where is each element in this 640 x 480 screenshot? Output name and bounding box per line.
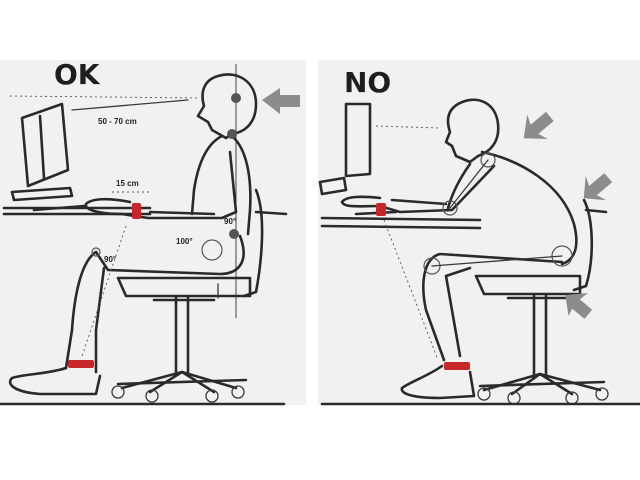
knee-angle-label: 90° <box>104 255 116 264</box>
wrist-gap-label: 15 cm <box>116 179 139 188</box>
ankle-marker-good <box>68 360 94 368</box>
elbow-angle-label: 90° <box>224 217 236 226</box>
panel-good-background <box>0 60 306 405</box>
joint-icon <box>231 93 241 103</box>
joint-icon <box>227 129 237 139</box>
joint-icon <box>229 229 239 239</box>
wrist-marker-good <box>132 203 141 219</box>
eye-distance-label: 50 - 70 cm <box>98 117 137 126</box>
hip-angle-label: 100° <box>176 237 193 246</box>
panel-good-heading: OK <box>54 58 101 91</box>
panel-bad-heading: NO <box>344 66 391 99</box>
ankle-marker-bad <box>444 362 470 370</box>
wrist-marker-bad <box>376 203 386 216</box>
